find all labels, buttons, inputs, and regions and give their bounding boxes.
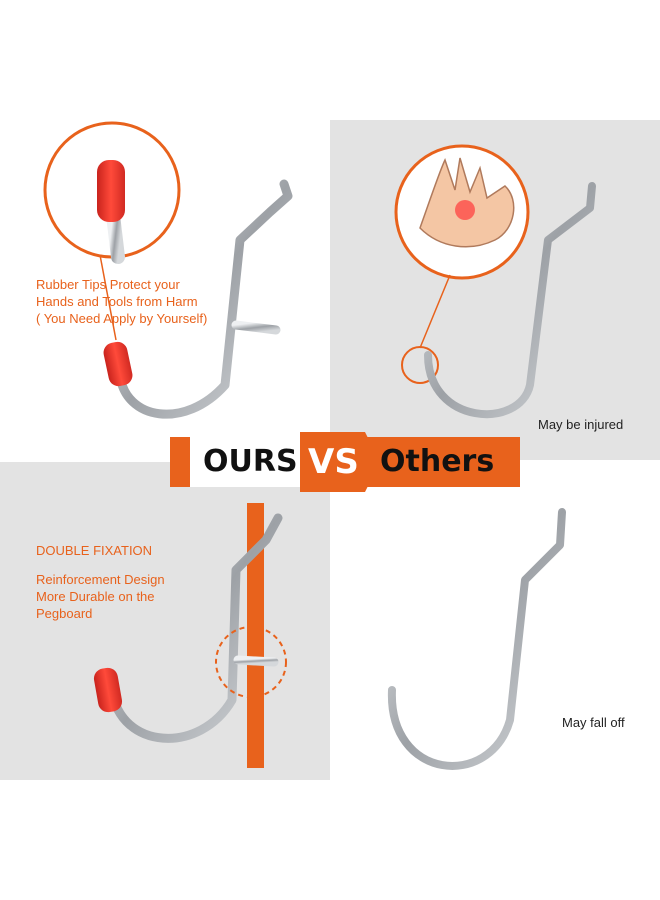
rubber-tip — [93, 667, 123, 713]
comparison-banner — [170, 432, 520, 492]
caption-line: More Durable on the — [36, 589, 155, 604]
reinforcement-caption: Reinforcement Design More Durable on the… — [36, 571, 165, 622]
fixation-circle — [215, 626, 287, 698]
double-fixation-heading: DOUBLE FIXATION — [36, 543, 153, 558]
rubber-tip-zoom — [97, 160, 125, 222]
our-hook-top — [103, 179, 293, 419]
zoom-circle-top-right — [394, 144, 530, 280]
our-hook-bottom — [93, 513, 283, 743]
rubber-tips-caption: Rubber Tips Protect your Hands and Tools… — [36, 276, 207, 327]
banner-ours: OURS — [203, 444, 298, 479]
danger-circle — [401, 346, 439, 384]
caption-line: Reinforcement Design — [36, 572, 165, 587]
banner-vs: VS — [308, 442, 359, 482]
injury-caption: May be injured — [538, 417, 624, 432]
banner-others: Others — [380, 444, 495, 479]
caption-line: ( You Need Apply by Yourself) — [36, 311, 208, 326]
other-hook-top — [424, 182, 596, 419]
zoom-circle-top-left — [43, 121, 181, 264]
caption-line: Pegboard — [36, 606, 93, 621]
caption-line: Rubber Tips Protect your — [36, 277, 180, 292]
other-hook-bottom — [387, 508, 566, 770]
fall-off-caption: May fall off — [562, 715, 625, 730]
injury-spot-icon — [455, 200, 475, 220]
pegboard-bar — [247, 503, 264, 768]
caption-line: Hands and Tools from Harm — [36, 294, 198, 309]
rubber-tip — [103, 341, 133, 387]
